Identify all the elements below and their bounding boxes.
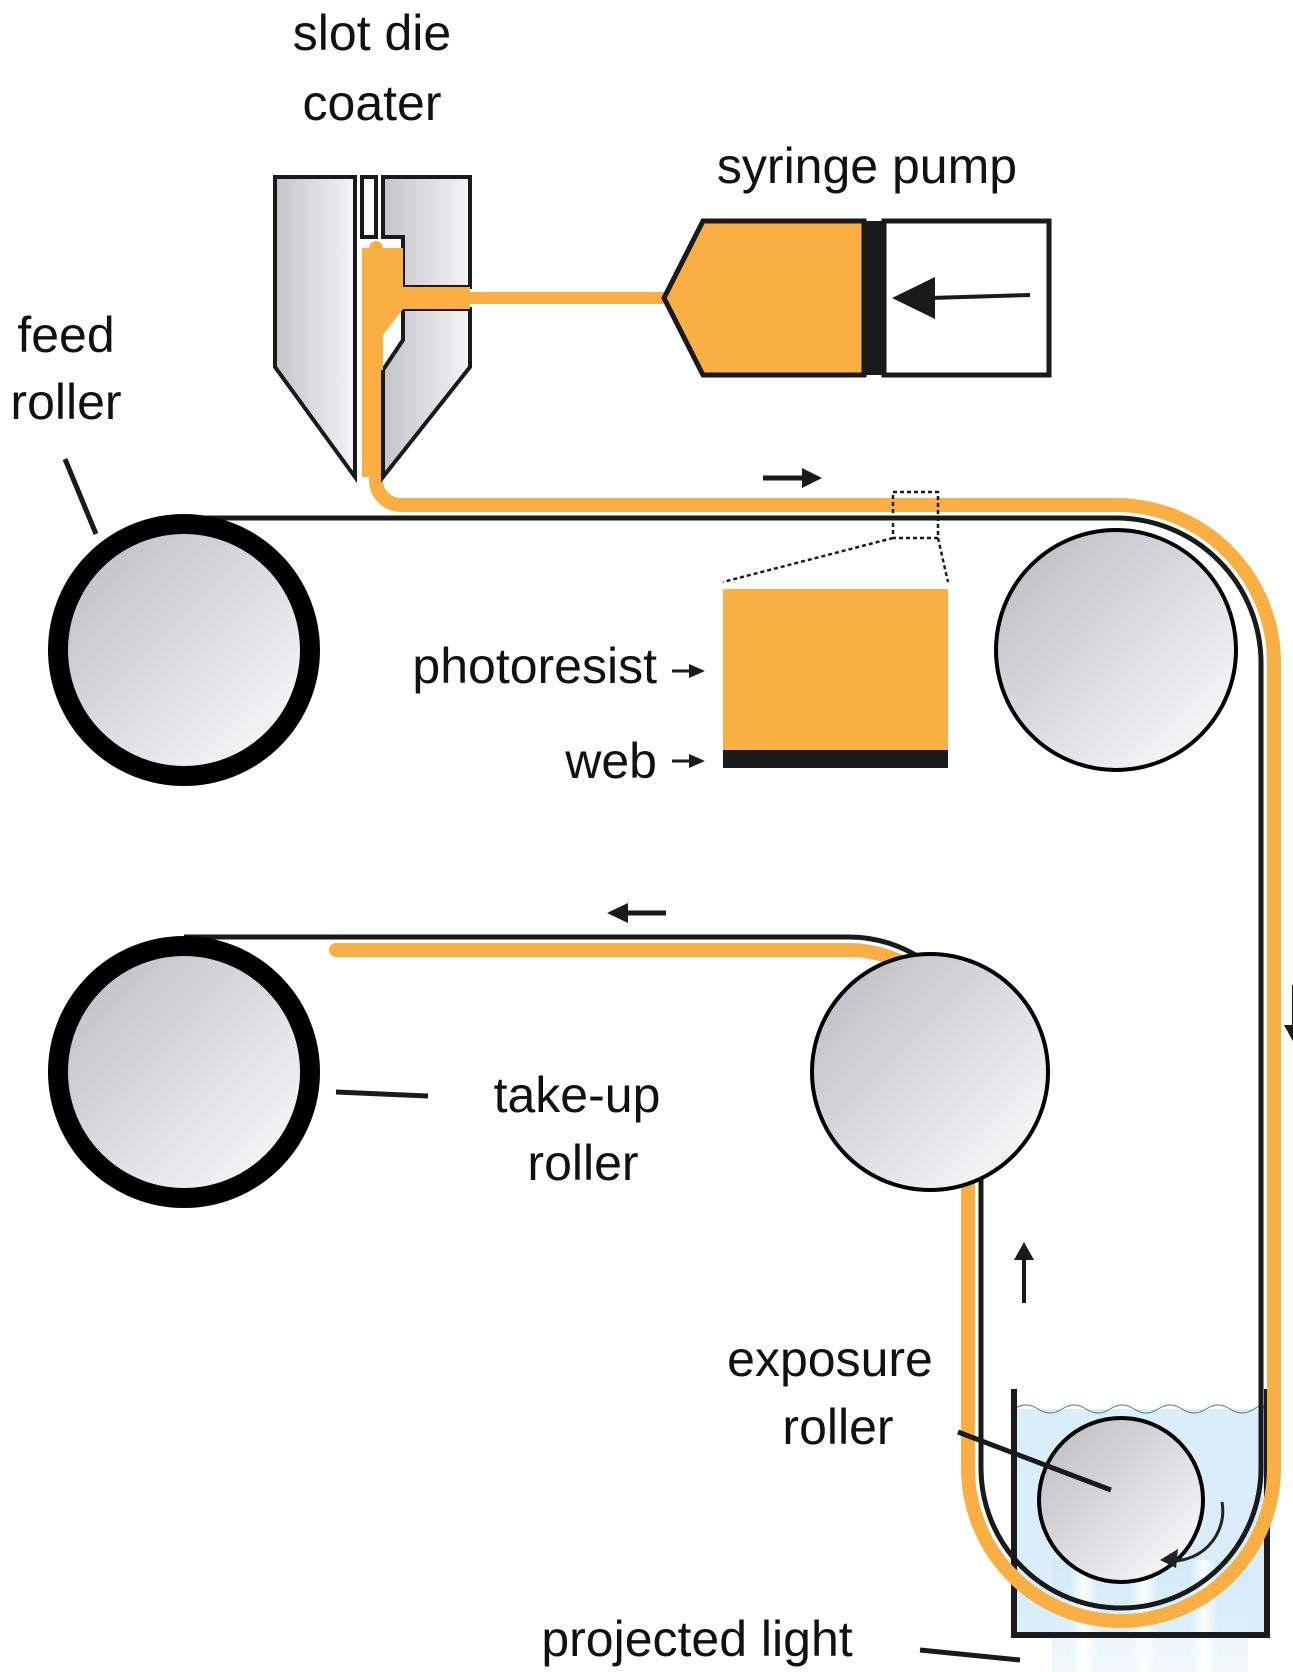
takeup-roller-leader: [335, 1089, 429, 1099]
arrow-up-icon: [1014, 1242, 1034, 1303]
die-cavity-fluid: [362, 248, 470, 477]
photoresist-label: photoresist: [412, 638, 657, 694]
slot-die-label-line2: coater: [303, 75, 442, 131]
feed-roller-label-line2: roller: [10, 374, 121, 430]
photoresist-layer: [723, 589, 948, 750]
rotation-arrow-head-icon: [1160, 1549, 1178, 1568]
web-layer: [723, 750, 948, 768]
syringe-pump-label: syringe pump: [717, 138, 1017, 194]
syringe-barrel: [661, 218, 867, 378]
zoom-region-box: [891, 490, 940, 540]
takeup-roller-label-line2: roller: [527, 1135, 638, 1191]
feed-roller: [48, 514, 320, 786]
web-label: web: [564, 733, 657, 789]
exposure-roller-label-line2: roller: [782, 1399, 893, 1455]
middle-right-roller: [810, 952, 1050, 1192]
projected-light-leader: [919, 1647, 1021, 1663]
slot-die-coater: [273, 175, 472, 484]
arrow-down-icon: [1284, 985, 1293, 1042]
arrow-left-icon: [892, 277, 1031, 319]
zoom-inset: [672, 490, 950, 768]
arrow-right-icon: [763, 468, 822, 488]
syringe-plunger: [864, 221, 884, 375]
feed-roller-leader: [62, 458, 99, 535]
liquid-surface: [1013, 1404, 1265, 1414]
arrow-left-icon: [607, 903, 666, 923]
syringe-pump: [661, 218, 1052, 378]
projected-light-label: projected light: [541, 1611, 852, 1667]
exposure-roller-leader: [957, 1429, 1112, 1493]
slot-die-label-line1: slot die: [293, 5, 451, 61]
takeup-roller: [48, 936, 320, 1208]
photoresist-pointer-icon: [672, 664, 705, 678]
exposure-roller: [1037, 1416, 1225, 1584]
feed-roller-label-line1: feed: [17, 307, 114, 363]
web-pointer-icon: [672, 754, 705, 768]
exposure-roller-label-line1: exposure: [727, 1331, 933, 1387]
takeup-roller-label-line1: take-up: [494, 1067, 661, 1123]
top-right-roller: [994, 528, 1238, 772]
